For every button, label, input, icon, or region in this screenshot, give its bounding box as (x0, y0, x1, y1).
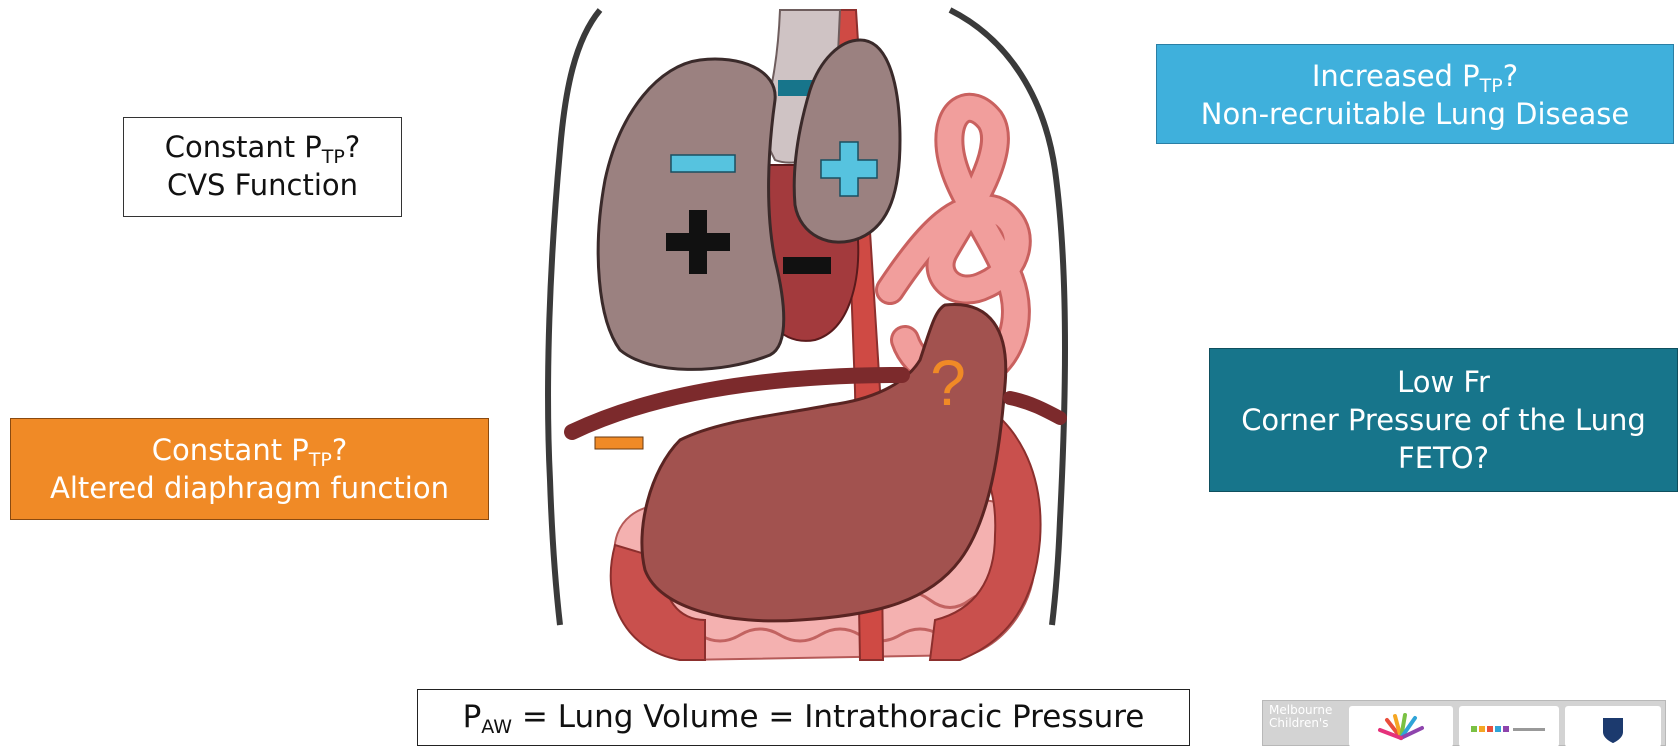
diaphragm-right (1010, 398, 1060, 418)
low-fr-line3: FETO? (1210, 439, 1677, 477)
formula-box: PAW = Lung Volume = Intrathoracic Pressu… (417, 689, 1190, 746)
low-fr-line2: Corner Pressure of the Lung (1210, 401, 1677, 439)
logo-text: Melbourne Children's (1269, 704, 1332, 730)
institution-logo: Melbourne Children's (1262, 700, 1666, 746)
mcri-mark-icon (1459, 706, 1559, 747)
diaphragm-function-box: Constant PTP? Altered diaphragm function (10, 418, 489, 520)
torso-outline (548, 10, 600, 625)
orange-bar (595, 437, 643, 449)
crest-icon (1565, 706, 1661, 747)
logo-panel-rch (1349, 706, 1453, 747)
diaphragm-line1: Constant PTP? (11, 431, 488, 469)
question-mark: ? (930, 347, 966, 419)
logo-panel-university (1565, 706, 1661, 747)
lung-disease-line1: Increased PTP? (1157, 57, 1673, 95)
black-minus (783, 257, 831, 274)
low-fr-box: Low Fr Corner Pressure of the Lung FETO? (1209, 348, 1678, 492)
flower-icon (1349, 706, 1453, 747)
cyan-minus (671, 155, 735, 172)
cvs-function-box: Constant PTP? CVS Function (123, 117, 402, 217)
lung-disease-box: Increased PTP? Non-recruitable Lung Dise… (1156, 44, 1674, 144)
logo-panel-mcri (1459, 706, 1559, 747)
cvs-line1: Constant PTP? (124, 128, 401, 166)
diaphragm-line2: Altered diaphragm function (11, 469, 488, 507)
cvs-line2: CVS Function (124, 166, 401, 204)
lung-disease-line2: Non-recruitable Lung Disease (1157, 95, 1673, 133)
low-fr-line1: Low Fr (1210, 363, 1677, 401)
